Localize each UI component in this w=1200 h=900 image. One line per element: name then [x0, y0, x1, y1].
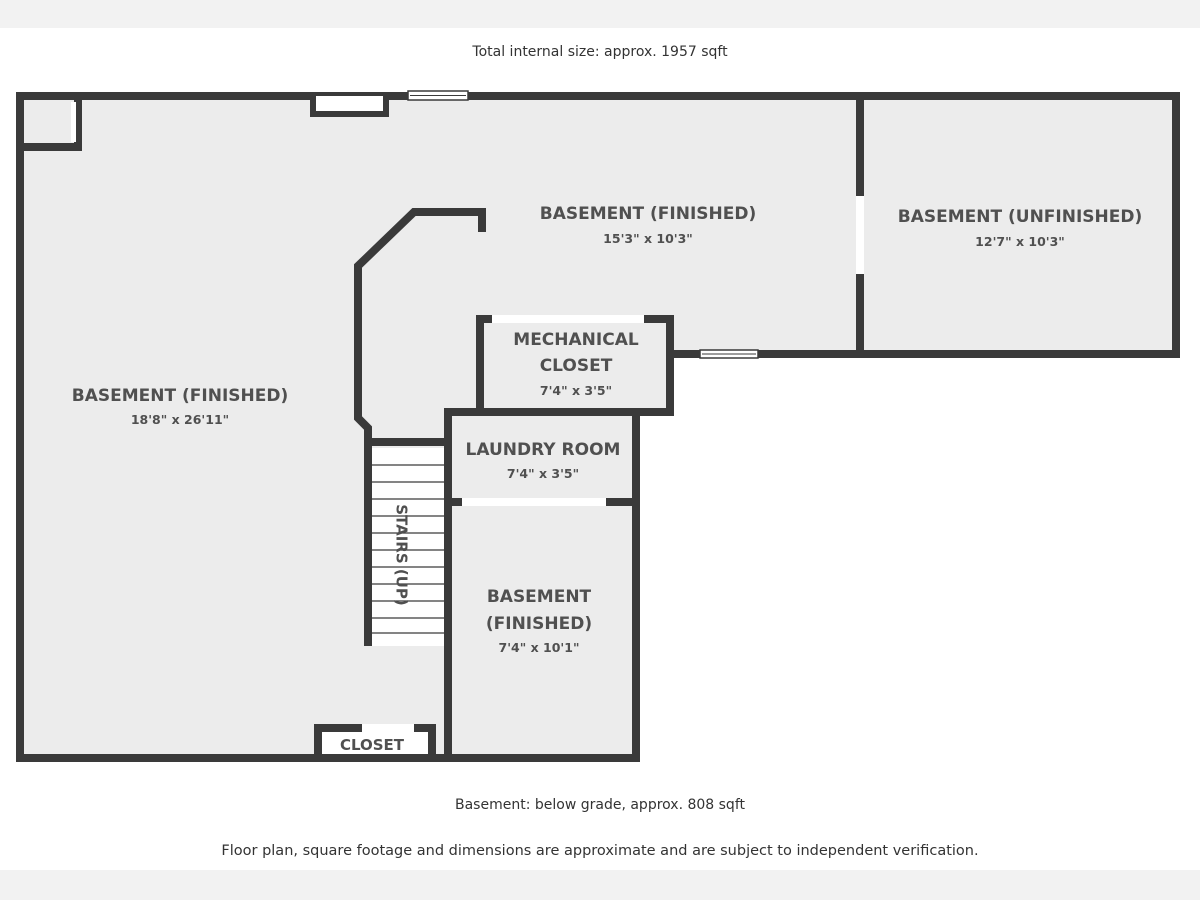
stairs-wall — [364, 438, 448, 646]
main-basement-name: BASEMENT (FINISHED) — [72, 386, 288, 406]
nook-opening — [71, 102, 76, 142]
mechanical-closet-dims: 7'4" x 3'5" — [540, 383, 612, 398]
level-size-caption: Basement: below grade, approx. 808 sqft — [455, 797, 745, 813]
closet-door — [362, 724, 414, 732]
floor-fills — [20, 96, 1178, 758]
bottom-band — [0, 870, 1200, 900]
main-basement-dims: 18'8" x 26'11" — [131, 412, 229, 427]
mechanical-door — [492, 315, 644, 323]
lower-basement-name-line1: BASEMENT — [487, 587, 592, 607]
floor-unfinished — [860, 96, 1178, 354]
windows-and-openings — [71, 90, 864, 754]
laundry-door — [462, 498, 606, 506]
unfinished-basement-name: BASEMENT (UNFINISHED) — [898, 207, 1143, 227]
total-size-caption: Total internal size: approx. 1957 sqft — [472, 44, 728, 60]
unfinished-basement-dims: 12'7" x 10'3" — [975, 234, 1065, 249]
laundry-room-name: LAUNDRY ROOM — [466, 440, 621, 460]
corner-nook-wall — [20, 96, 82, 151]
closet-inner — [322, 732, 428, 754]
laundry-room-dims: 7'4" x 3'5" — [507, 466, 579, 481]
stairs-label: STAIRS (UP) — [393, 504, 411, 606]
upper-basement-name: BASEMENT (FINISHED) — [540, 204, 756, 224]
divider-opening — [856, 196, 864, 274]
floor-main — [20, 96, 860, 758]
disclaimer-caption: Floor plan, square footage and dimension… — [221, 843, 979, 859]
mechanical-closet-wall — [476, 315, 674, 416]
mechanical-closet-name-line1: MECHANICAL — [513, 330, 639, 350]
closet-label: CLOSET — [340, 736, 405, 754]
walls — [16, 92, 1180, 762]
room-labels: BASEMENT (FINISHED) 18'8" x 26'11" BASEM… — [72, 204, 1142, 754]
angled-partition — [354, 208, 486, 442]
top-band — [0, 0, 1200, 28]
mechanical-closet-name-line2: CLOSET — [540, 356, 613, 376]
lower-basement-dims: 7'4" x 10'1" — [499, 640, 580, 655]
lower-basement-name-line2: (FINISHED) — [486, 614, 592, 634]
upper-basement-dims: 15'3" x 10'3" — [603, 231, 693, 246]
stair-treads — [372, 448, 444, 646]
